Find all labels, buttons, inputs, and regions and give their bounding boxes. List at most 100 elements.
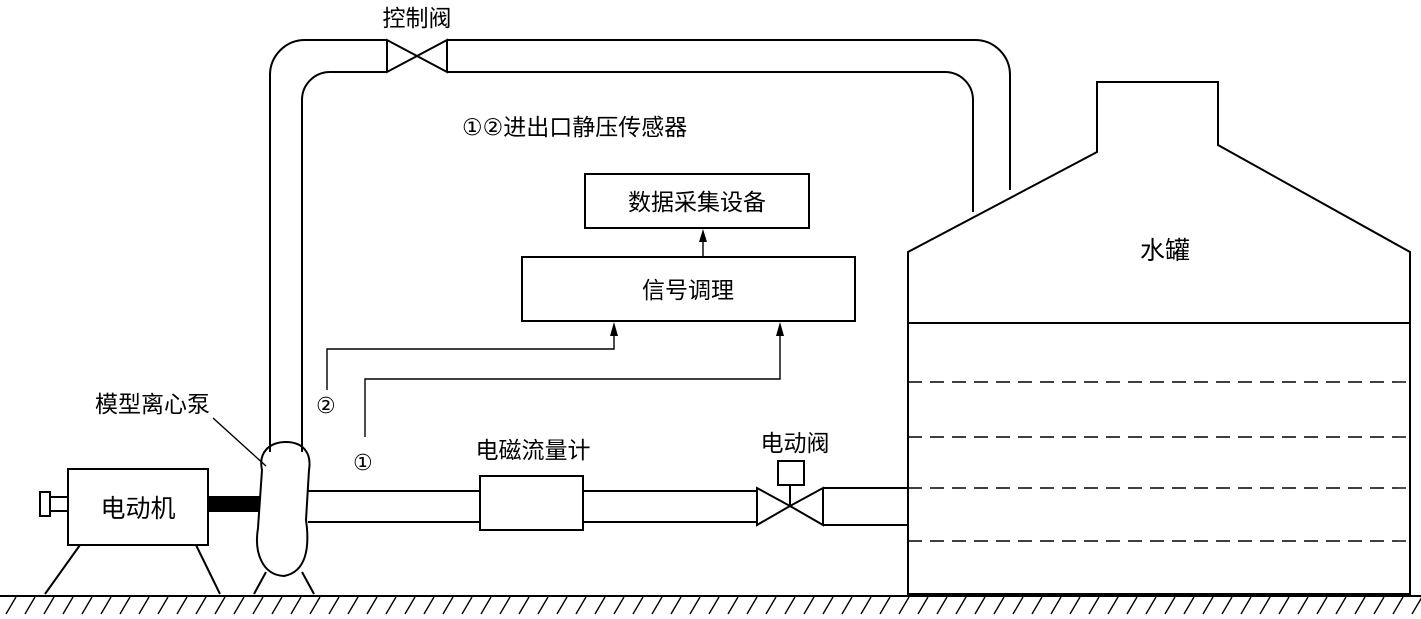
hatch-line — [1373, 596, 1385, 615]
coupling-shaft — [208, 496, 260, 512]
signal-arrow-up — [699, 229, 707, 257]
hatch-line — [1392, 596, 1404, 615]
hatch-line — [936, 596, 948, 615]
hatch-line — [613, 596, 625, 615]
hatch-line — [841, 596, 853, 615]
hatch-line — [480, 596, 492, 615]
hatch-line — [1221, 596, 1233, 615]
hatch-line — [5, 596, 17, 615]
hatch-line — [404, 596, 416, 615]
data-acquisition-box: 数据采集设备 — [584, 173, 810, 229]
hatch-line — [24, 596, 36, 615]
hatch-line — [803, 596, 815, 615]
hatch-line — [1411, 597, 1421, 615]
hatch-line — [1278, 596, 1290, 615]
hatch-line — [1335, 596, 1347, 615]
data-acquisition-label: 数据采集设备 — [628, 190, 766, 216]
hatch-line — [176, 596, 188, 615]
hatch-line — [727, 596, 739, 615]
hatch-line — [955, 596, 967, 615]
hatch-line — [556, 596, 568, 615]
electromagnetic-flowmeter: 电磁流量计 — [476, 438, 591, 531]
hatch-line — [81, 596, 93, 615]
ground — [0, 595, 1421, 615]
control-valve: 控制阀 — [383, 6, 452, 74]
hatch-line — [879, 596, 891, 615]
hatch-line — [765, 596, 777, 615]
hatch-line — [594, 596, 606, 615]
hatch-line — [290, 596, 302, 615]
hatch-line — [385, 596, 397, 615]
hatch-line — [860, 596, 872, 615]
hatch-line — [1240, 596, 1252, 615]
hatch-line — [822, 596, 834, 615]
hatch-line — [195, 596, 207, 615]
hatch-line — [271, 596, 283, 615]
hatch-line — [518, 596, 530, 615]
centrifugal-pump: 模型离心泵 — [95, 392, 315, 595]
ground-hatching — [5, 596, 1421, 615]
hatch-line — [138, 596, 150, 615]
hatch-line — [423, 596, 435, 615]
sensor-1-signal-line: ① — [353, 322, 784, 476]
hatch-line — [1297, 596, 1309, 615]
hatch-line — [670, 596, 682, 615]
water-tank: 水罐 — [907, 81, 1411, 595]
return-pipe — [269, 39, 1011, 452]
water-tank-label: 水罐 — [1140, 236, 1190, 265]
hatch-line — [1107, 596, 1119, 615]
sensor-2-marker: ② — [316, 394, 336, 419]
hatch-line — [100, 596, 112, 615]
hatch-line — [309, 596, 321, 615]
hatch-line — [993, 596, 1005, 615]
hatch-line — [233, 596, 245, 615]
sensor-1-marker: ① — [353, 451, 373, 476]
hatch-line — [328, 596, 340, 615]
hatch-line — [1031, 596, 1043, 615]
hatch-line — [689, 596, 701, 615]
hatch-line — [708, 596, 720, 615]
hatch-line — [119, 596, 131, 615]
motor: 电动机 — [39, 468, 221, 595]
motor-label: 电动机 — [100, 494, 175, 523]
hatch-line — [1202, 596, 1214, 615]
hatch-line — [898, 596, 910, 615]
hatch-line — [442, 596, 454, 615]
hatch-line — [1354, 596, 1366, 615]
hatch-line — [651, 596, 663, 615]
hatch-line — [347, 596, 359, 615]
hatch-line — [366, 596, 378, 615]
signal-conditioning-box: 信号调理 — [521, 256, 856, 322]
hatch-line — [917, 596, 929, 615]
hatch-line — [974, 596, 986, 615]
hatch-line — [214, 596, 226, 615]
hatch-line — [1126, 596, 1138, 615]
hatch-line — [1316, 596, 1328, 615]
hatch-line — [1088, 596, 1100, 615]
flowmeter-label: 电磁流量计 — [476, 438, 591, 464]
hatch-line — [1183, 596, 1195, 615]
hatch-line — [461, 596, 473, 615]
hatch-line — [157, 596, 169, 615]
hatch-line — [1050, 596, 1062, 615]
control-valve-label: 控制阀 — [383, 6, 452, 32]
hatch-line — [746, 596, 758, 615]
hatch-line — [1145, 596, 1157, 615]
hatch-line — [499, 596, 511, 615]
hatch-line — [252, 596, 264, 615]
electric-valve-label: 电动阀 — [761, 431, 830, 457]
electric-valve: 电动阀 — [756, 431, 830, 527]
pump-label: 模型离心泵 — [95, 392, 210, 418]
hatch-line — [62, 596, 74, 615]
hatch-line — [1069, 596, 1081, 615]
hatch-line — [1259, 596, 1271, 615]
hatch-line — [632, 596, 644, 615]
hatch-line — [575, 596, 587, 615]
sensors-title: ①②进出口静压传感器 — [462, 115, 687, 141]
hatch-line — [784, 596, 796, 615]
hatch-line — [537, 596, 549, 615]
hatch-line — [1012, 596, 1024, 615]
hatch-line — [1164, 596, 1176, 615]
sensor-2-signal-line: ② — [316, 322, 618, 419]
